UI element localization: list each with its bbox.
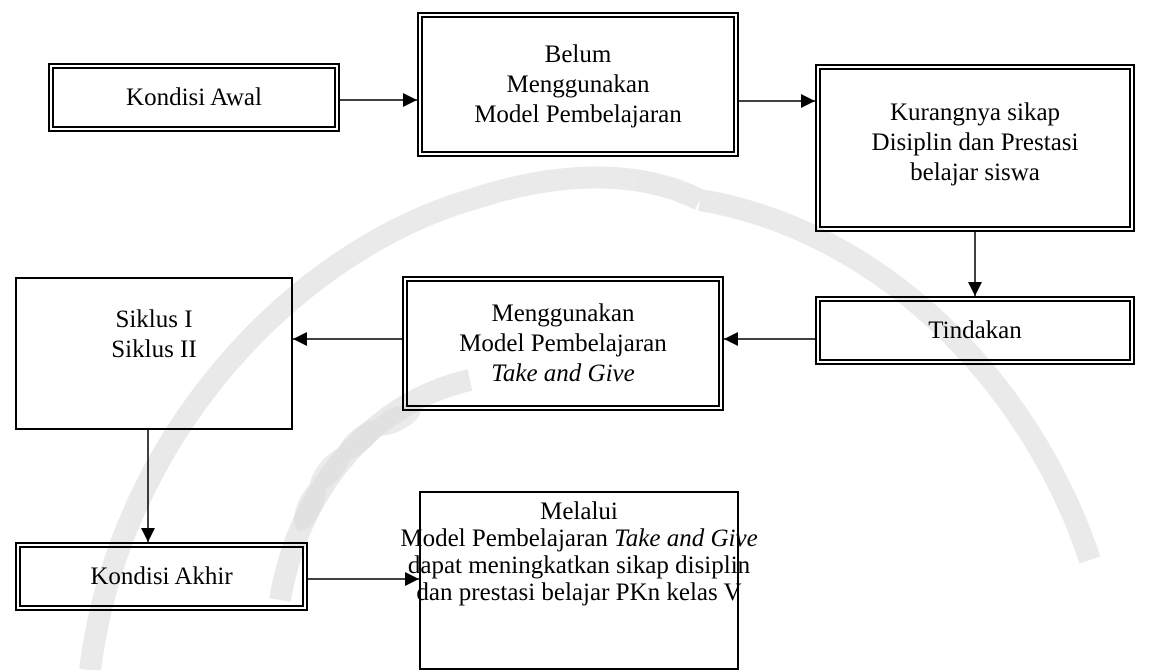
box-belum-menggunakan: Belum Menggunakan Model Pembelajaran xyxy=(417,12,739,157)
box-label: Siklus II xyxy=(111,336,197,363)
box-label: dan prestasi belajar PKn kelas V xyxy=(416,579,742,606)
box-label: Kurangnya sikap xyxy=(889,99,1061,126)
box-label: Belum xyxy=(544,40,612,68)
box-label: Model Pembelajaran xyxy=(474,100,682,128)
box-label: Tindakan xyxy=(928,316,1022,344)
box-label-italic: Take and Give xyxy=(491,359,635,387)
box-melalui: Melalui Model Pembelajaran Take and Give… xyxy=(400,491,758,670)
box-tindakan: Tindakan xyxy=(815,296,1135,365)
box-kondisi-akhir: Kondisi Akhir xyxy=(15,542,308,611)
box-siklus: Siklus I Siklus II xyxy=(15,277,293,430)
box-label: Model Pembelajaran Take and Give xyxy=(400,525,757,552)
box-label: dapat meningkatkan sikap disiplin xyxy=(407,552,751,579)
box-menggunakan-model: Menggunakan Model Pembelajaran Take and … xyxy=(402,276,724,411)
box-label-plain: Model Pembelajaran xyxy=(400,525,615,552)
box-label: Melalui xyxy=(540,498,618,525)
box-label: Menggunakan xyxy=(491,299,635,327)
box-label: Disiplin dan Prestasi xyxy=(871,129,1079,156)
box-label-italic: Take and Give xyxy=(614,525,758,552)
box-label: Menggunakan xyxy=(506,70,650,98)
box-kondisi-awal: Kondisi Awal xyxy=(48,63,340,132)
box-label: belajar siswa xyxy=(910,159,1040,186)
box-label: Kondisi Awal xyxy=(126,83,262,111)
box-label: Kondisi Akhir xyxy=(90,562,233,590)
box-label: Siklus I xyxy=(115,306,193,333)
box-kurangnya-sikap: Kurangnya sikap Disiplin dan Prestasi be… xyxy=(815,64,1135,232)
box-label: Model Pembelajaran xyxy=(459,329,667,357)
